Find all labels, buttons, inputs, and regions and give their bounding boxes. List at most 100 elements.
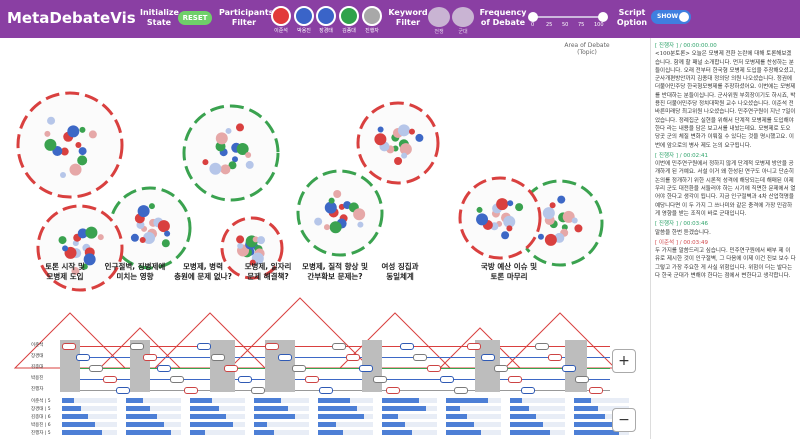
opinion-bubble <box>544 233 557 246</box>
zoom-out-button[interactable]: − <box>612 408 636 432</box>
utterance-tag[interactable] <box>548 354 562 361</box>
utterance-tag[interactable] <box>575 376 589 383</box>
participant-avatar[interactable] <box>362 6 382 26</box>
topic-cluster[interactable] <box>356 101 440 185</box>
topic-label[interactable]: 토론 시작 및 모병제 도입 <box>45 262 85 281</box>
utterance-tag[interactable] <box>224 365 238 372</box>
opinion-bubble <box>235 123 244 132</box>
top-bar: MetaDebateVis Initialize State RESET Par… <box>0 0 800 38</box>
opinion-bubble <box>62 245 69 252</box>
utterance-tag[interactable] <box>116 387 130 394</box>
stat-bar <box>62 430 102 435</box>
utterance-tag[interactable] <box>332 343 346 350</box>
topic-cluster[interactable] <box>458 176 542 260</box>
utterance-tag[interactable] <box>467 343 481 350</box>
utterance-tag[interactable] <box>291 365 306 372</box>
reset-button[interactable]: RESET <box>178 11 212 25</box>
stat-bar-bg <box>510 406 565 411</box>
utterance-tag[interactable] <box>480 354 495 361</box>
utterance-tag[interactable] <box>372 376 387 383</box>
topic-cluster[interactable] <box>36 204 124 292</box>
frequency-slider-track[interactable] <box>530 16 600 18</box>
topic-cluster[interactable] <box>182 104 280 202</box>
frequency-slider-min-handle[interactable] <box>528 12 538 22</box>
keyword-bubble-war[interactable] <box>428 7 450 27</box>
participant-avatar[interactable] <box>339 6 359 26</box>
participant-stat-label: 김종대 | 6 <box>31 415 51 420</box>
utterance-tag[interactable] <box>210 354 225 361</box>
frequency-slider-max-handle[interactable] <box>598 12 608 22</box>
topic-label[interactable]: 모병제, 질적 향상 및 간부확보 문제는? <box>302 262 368 281</box>
script-speaker: [ 진행자 ] / 00:03:46 <box>655 221 709 228</box>
script-speaker: [ 진행자 ] / 00:02:41 <box>655 152 709 159</box>
timeline-row-label: 박용진 <box>31 376 44 381</box>
utterance-tag[interactable] <box>143 354 157 361</box>
utterance-tag[interactable] <box>453 387 468 394</box>
utterance-tag[interactable] <box>156 365 171 372</box>
utterance-tag[interactable] <box>440 376 454 383</box>
topic-cluster[interactable] <box>108 186 192 270</box>
utterance-tag[interactable] <box>237 376 252 383</box>
opinion-bubble <box>562 210 575 223</box>
keyword-bubble-army[interactable] <box>452 7 474 27</box>
utterance-tag[interactable] <box>197 343 211 350</box>
utterance-tag[interactable] <box>62 343 76 350</box>
zoom-in-button[interactable]: + <box>612 349 636 373</box>
utterance-tag[interactable] <box>561 365 576 372</box>
topic-label[interactable]: 인구절벽, 징병제에 미치는 영향 <box>104 262 166 281</box>
stat-bar <box>318 398 350 403</box>
utterance-tag[interactable] <box>170 376 184 383</box>
topic-cluster[interactable] <box>296 169 384 257</box>
utterance-tag[interactable] <box>399 343 414 350</box>
script-panel[interactable]: [ 진행자 ] / 00:00:00.00<100분토론> 오늘은 모병제 전환… <box>650 38 800 439</box>
utterance-tag[interactable] <box>264 343 279 350</box>
opinion-bubble <box>507 200 514 207</box>
utterance-tag[interactable] <box>426 365 441 372</box>
topic-label[interactable]: 여성 징집과 동일체계 <box>381 262 419 281</box>
stat-bar <box>254 398 281 403</box>
utterance-tag[interactable] <box>521 387 535 394</box>
utterance-tag[interactable] <box>588 387 603 394</box>
script-text: <100분토론> 오늘은 모병제 전환 논란에 대해 토론해보겠습니다. 함께 … <box>655 51 796 149</box>
stat-bar <box>446 414 467 419</box>
utterance-tag[interactable] <box>413 354 427 361</box>
utterance-tag[interactable] <box>359 365 373 372</box>
topic-label[interactable]: 국방 예산 이슈 및 토론 마무리 <box>480 262 538 281</box>
stat-bar <box>574 430 619 435</box>
topic-label[interactable]: 모병제, 병력 충원에 문제 없나? <box>174 262 232 281</box>
opinion-bubble <box>329 221 342 234</box>
utterance-tag[interactable] <box>129 343 144 350</box>
utterance-tag[interactable] <box>345 354 360 361</box>
utterance-tag[interactable] <box>102 376 117 383</box>
utterance-tag[interactable] <box>75 354 90 361</box>
show-toggle[interactable]: SHOW <box>651 10 691 24</box>
participant-avatar[interactable] <box>316 6 336 26</box>
stat-bar <box>318 422 336 427</box>
participant-name: 진행자 <box>365 28 379 34</box>
topic-label[interactable]: 모병제, 일자리 문제 해결책? <box>244 262 292 281</box>
stat-bar-bg <box>382 414 437 419</box>
stat-bar <box>574 406 598 411</box>
utterance-tag[interactable] <box>278 354 292 361</box>
participant-name: 장경태 <box>319 28 333 34</box>
topic-cluster[interactable] <box>516 179 604 267</box>
stat-bar <box>190 414 226 419</box>
topic-cluster[interactable] <box>220 216 284 280</box>
participant-name: 김종대 <box>342 28 356 34</box>
utterance-tag[interactable] <box>89 365 103 372</box>
utterance-tag[interactable] <box>534 343 549 350</box>
utterance-tag[interactable] <box>318 387 333 394</box>
stat-bar <box>62 414 88 419</box>
utterance-tag[interactable] <box>305 376 319 383</box>
utterance-tag[interactable] <box>494 365 508 372</box>
utterance-tag[interactable] <box>183 387 198 394</box>
opinion-bubble <box>83 253 96 266</box>
participant-avatar[interactable] <box>271 6 291 26</box>
participants-label: Participants Filter <box>219 8 274 27</box>
topic-cluster[interactable] <box>16 91 124 199</box>
utterance-tag[interactable] <box>507 376 522 383</box>
participant-avatar[interactable] <box>294 6 314 26</box>
utterance-tag[interactable] <box>251 387 265 394</box>
utterance-tag[interactable] <box>386 387 400 394</box>
stat-bar <box>126 406 150 411</box>
